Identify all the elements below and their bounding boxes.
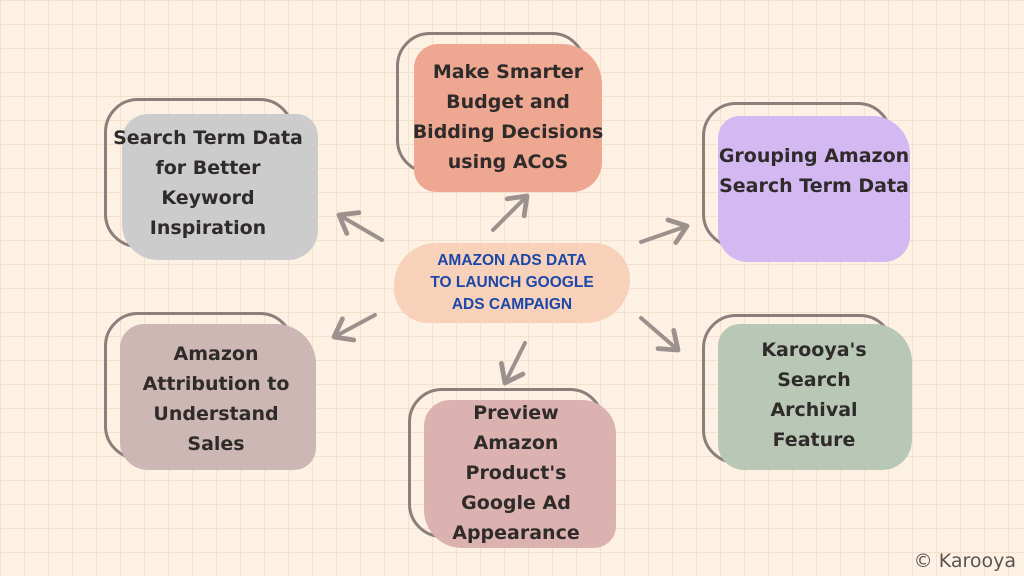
node-label: Grouping Amazon Search Term Data bbox=[718, 145, 910, 197]
node-label: Make Smarter Budget and Bidding Decision… bbox=[412, 61, 604, 173]
arrow-to-budget bbox=[491, 193, 530, 232]
node-label: Search Term Data for Better Keyword Insp… bbox=[113, 127, 303, 239]
node-label: Amazon Attribution to Understand Sales bbox=[142, 343, 290, 455]
node-label: Preview Amazon Product's Google Ad Appea… bbox=[452, 402, 580, 544]
node-fill bbox=[718, 116, 910, 262]
arrow-to-search-term bbox=[336, 210, 384, 242]
node-fill bbox=[120, 324, 316, 470]
center-hub-label: AMAZON ADS DATA TO LAUNCH GOOGLE ADS CAM… bbox=[430, 252, 594, 313]
node-label: Karooya's Search Archival Feature bbox=[761, 339, 867, 451]
center-hub bbox=[394, 243, 630, 323]
arrow-to-grouping bbox=[639, 217, 690, 245]
arrow-to-archival bbox=[639, 316, 681, 353]
node-fill bbox=[414, 44, 602, 192]
node-fill bbox=[424, 400, 616, 548]
arrow-to-attribution bbox=[331, 313, 377, 343]
node-fill bbox=[122, 114, 318, 260]
node-fill bbox=[718, 324, 912, 470]
arrow-to-preview bbox=[499, 341, 527, 386]
watermark: © Karooya bbox=[913, 550, 1016, 572]
